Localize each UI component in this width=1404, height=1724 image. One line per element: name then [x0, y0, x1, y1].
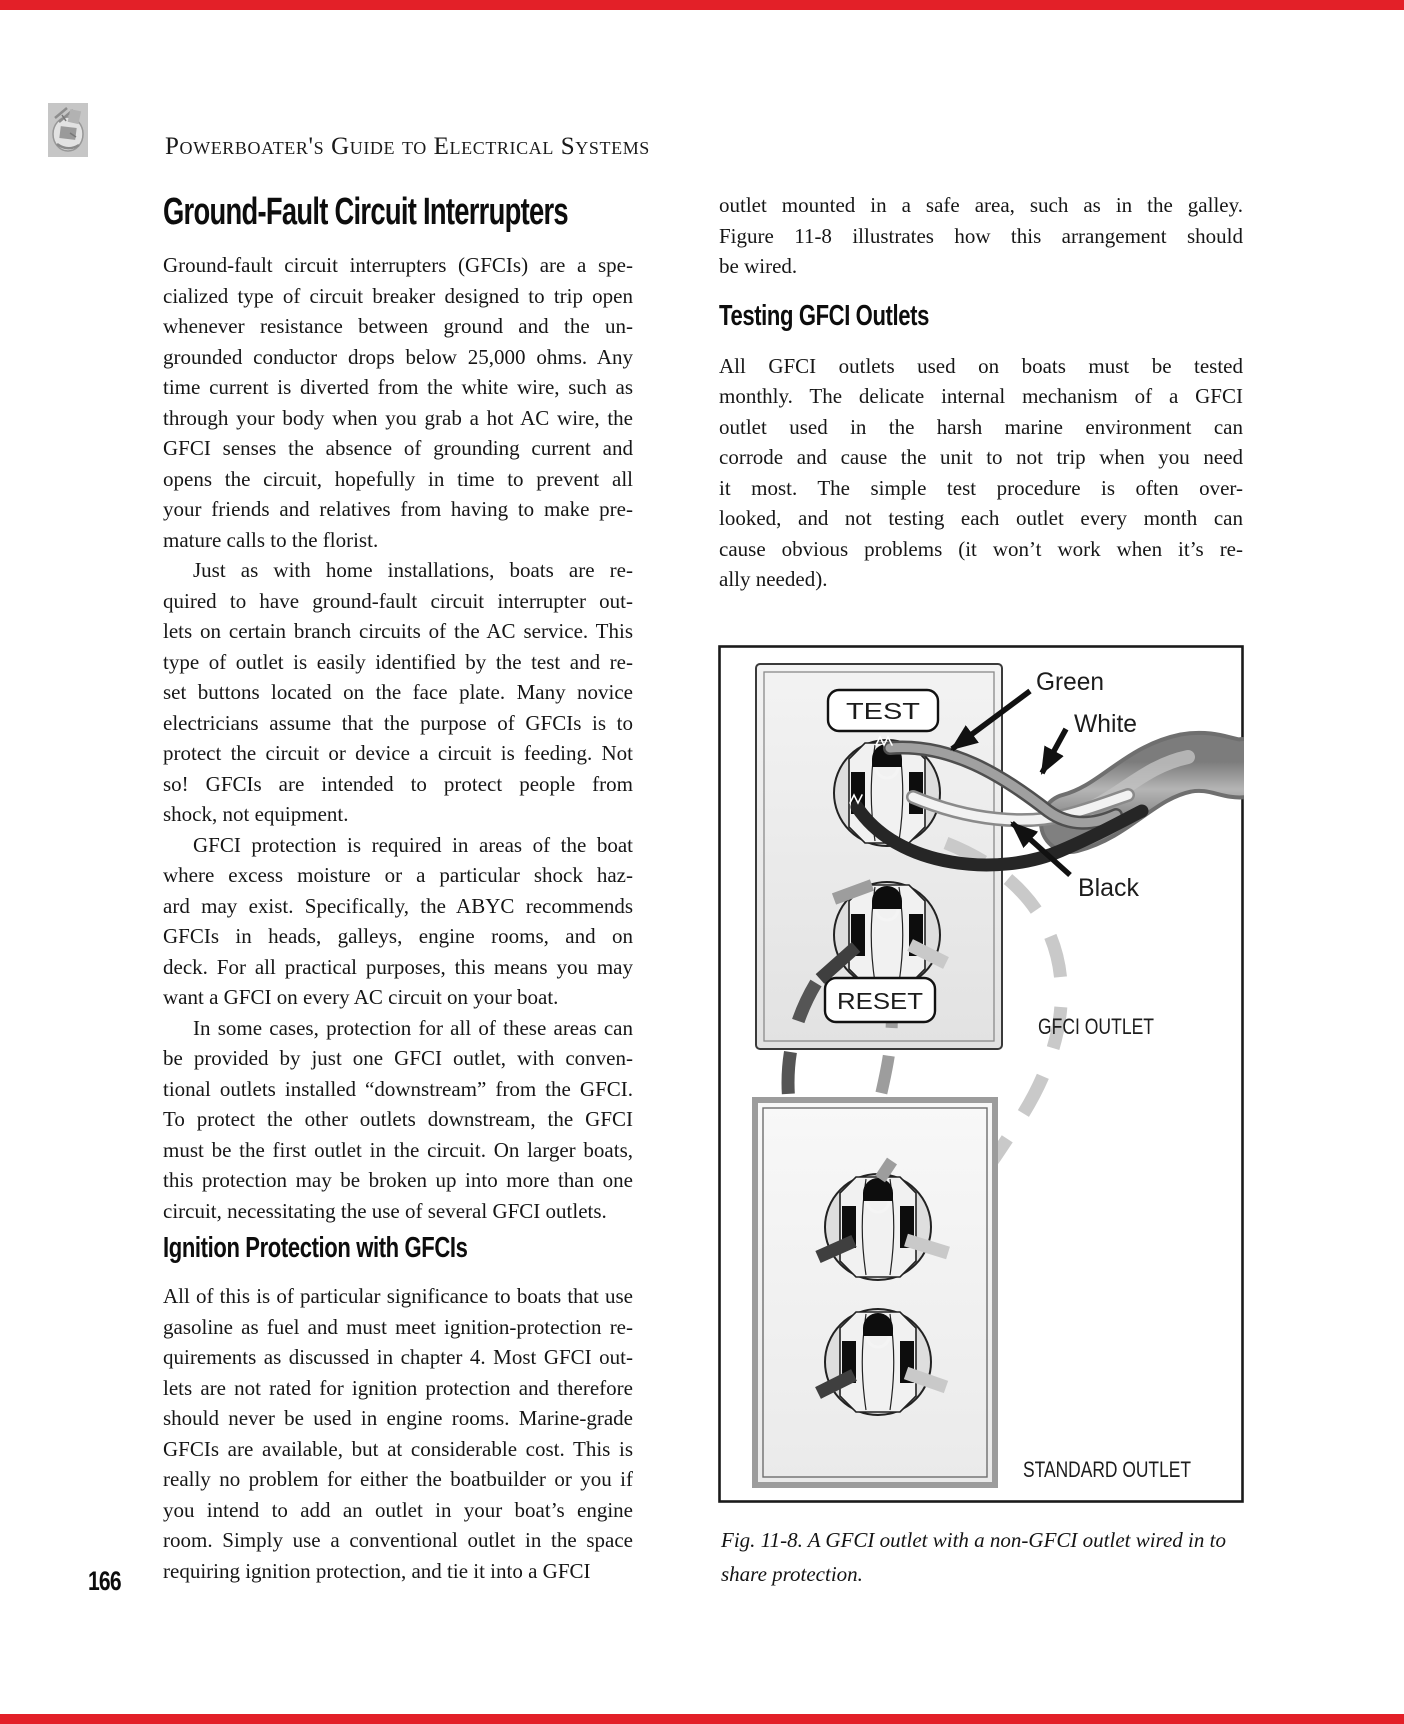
text-line: protect the circuit or device a circuit … [163, 741, 633, 765]
text-line: GFCIs are available, but at considerable… [163, 1436, 633, 1461]
text-line: mature calls to the florist. [163, 527, 379, 552]
chapter-title: Ground-Fault Circuit Interrupters [163, 191, 569, 233]
standard-outlet-plate [752, 1097, 998, 1488]
text-line: corrode and cause the unit to not trip w… [719, 445, 1243, 469]
paragraph: In some cases, protection for all of the… [163, 1013, 633, 1227]
page-number: 166 [88, 1566, 122, 1596]
standard-upper-receptacle [823, 1172, 933, 1282]
text-line: really no problem for either the boatbui… [163, 1467, 633, 1491]
svg-text:RESET: RESET [837, 988, 923, 1014]
text-line: tional outlets installed “downstream” fr… [163, 1076, 633, 1101]
text-line: want a GFCI on every AC circuit on your … [163, 985, 559, 1009]
paragraph: All of this is of particular significanc… [163, 1281, 633, 1586]
wire-strands [849, 793, 863, 805]
text-line: gasoline as fuel and must meet ignition-… [163, 1314, 633, 1339]
white-arrow [1039, 727, 1069, 775]
text-line: quired to have ground-fault circuit inte… [163, 588, 633, 613]
text-line: circuit, necessitating the use of severa… [163, 1198, 607, 1223]
paragraph: GFCI protection is required in areas of … [163, 830, 633, 1013]
text-line: must be the first outlet in the circuit.… [163, 1137, 633, 1162]
green-wire [883, 740, 1123, 830]
gfci-outlet-plate [755, 663, 1003, 1050]
text-line: it most. The simple test procedure is of… [719, 475, 1243, 500]
text-line: be provided by just one GFCI outlet, wit… [163, 1046, 633, 1070]
text-line: electricians assume that the purpose of … [163, 710, 633, 735]
label-arrows [950, 688, 1072, 878]
text-line: GFCI protection is required in areas of … [193, 832, 633, 857]
running-head: Powerboater's Guide to Electrical System… [165, 133, 650, 160]
text-line: GFCIs in heads, galleys, engine rooms, a… [163, 924, 633, 948]
black-wire [850, 800, 1149, 872]
green-arrow [950, 688, 1032, 752]
wiring-diagram: TEST RESET [718, 645, 1275, 1503]
text-line: monthly. The delicate internal mechanism… [719, 384, 1243, 408]
green-label: Green [1036, 668, 1104, 696]
standard-lower-receptacle [823, 1307, 933, 1417]
paragraph: outlet mounted in a safe area, such as i… [719, 190, 1243, 282]
text-line: room. Simply use a conventional outlet i… [163, 1528, 633, 1552]
standard-stubs [815, 1157, 950, 1399]
text-line: grounded conductor drops below 25,000 oh… [163, 344, 633, 369]
text-line: ard may exist. Specifically, the ABYC re… [163, 893, 633, 918]
bottom-accent-bar [0, 1714, 1404, 1724]
text-line: GFCI senses the absence of grounding cur… [163, 436, 633, 460]
caption-line: share protection. [721, 1562, 863, 1586]
text-line: so! GFCIs are intended to protect people… [163, 771, 633, 796]
text-line: outlet used in the harsh marine environm… [719, 414, 1243, 439]
left-column: Ground-Fault Circuit Interrupters Ground… [163, 193, 633, 1586]
caption-line: Fig. 11-8. A GFCI outlet with a non-GFCI… [721, 1528, 1226, 1552]
text-line: be wired. [719, 254, 798, 278]
figure-11-8: TEST RESET [718, 645, 1275, 1503]
text-line: looked, and not testing each outlet ever… [719, 506, 1243, 530]
text-line: through your body when you grab a hot AC… [163, 405, 633, 430]
text-line: whenever resistance between ground and t… [163, 314, 633, 338]
text-line: Figure 11-8 illustrates how this arrange… [719, 223, 1243, 248]
text-line: All GFCI outlets used on boats must be t… [719, 353, 1243, 378]
wires [849, 735, 1149, 872]
text-line: ally needed). [719, 567, 828, 591]
paragraph: All GFCI outlets used on boats must be t… [719, 351, 1243, 595]
figure-caption: Fig. 11-8. A GFCI outlet with a non-GFCI… [721, 1523, 1251, 1591]
reset-button: RESET [823, 976, 937, 1024]
text-line: set buttons located on the face plate. M… [163, 680, 633, 704]
text-line: Just as with home installations, boats a… [193, 558, 633, 582]
gfci-lower-stubs [815, 879, 949, 984]
text-line: this protection may be broken up into mo… [163, 1168, 633, 1192]
black-arrow [1010, 820, 1072, 878]
black-label: Black [1078, 874, 1139, 902]
text-line: lets on certain branch circuits of the A… [163, 619, 633, 643]
text-line: quirements as discussed in chapter 4. Mo… [163, 1345, 633, 1369]
text-line: Ground-fault circuit interrupters (GFCIs… [163, 253, 633, 277]
text-line: deck. For all practical purposes, this m… [163, 954, 633, 979]
text-line: shock, not equipment. [163, 802, 349, 826]
paragraph: Ground-fault circuit interrupters (GFCIs… [163, 250, 633, 555]
text-line: lets are not rated for ignition protecti… [163, 1375, 633, 1400]
text-line: time current is diverted from the white … [163, 375, 633, 399]
paragraph: Just as with home installations, boats a… [163, 555, 633, 830]
text-line: In some cases, protection for all of the… [193, 1015, 633, 1040]
text-line: cause obvious problems (it won’t work wh… [719, 536, 1243, 561]
text-line: where excess moisture or a particular sh… [163, 863, 633, 887]
chapter-icon [48, 103, 88, 157]
wire-strands [875, 735, 893, 747]
text-line: opens the circuit, hopefully in time to … [163, 466, 633, 491]
right-column: outlet mounted in a safe area, such as i… [719, 190, 1243, 595]
text-line: To protect the other outlets downstream,… [163, 1107, 633, 1131]
section-heading: Testing GFCI Outlets [719, 299, 929, 332]
test-button: TEST [826, 688, 940, 733]
text-line: requiring ignition protection, and tie i… [163, 1558, 591, 1583]
standard-outlet-label: STANDARD OUTLET [1023, 1457, 1191, 1482]
text-line: cialized type of circuit breaker designe… [163, 283, 633, 308]
text-line: type of outlet is easily identified by t… [163, 649, 633, 674]
gfci-outlet-label: GFCI OUTLET [1038, 1014, 1154, 1039]
text-line: outlet mounted in a safe area, such as i… [719, 193, 1243, 217]
text-line: you intend to add an outlet in your boat… [163, 1497, 633, 1522]
white-label: White [1074, 710, 1137, 738]
text-line: All of this is of particular significanc… [163, 1284, 633, 1308]
top-accent-bar [0, 0, 1404, 10]
text-line: should never be used in engine rooms. Ma… [163, 1406, 633, 1430]
section-heading: Ignition Protection with GFCIs [163, 1232, 468, 1264]
svg-text:TEST: TEST [846, 698, 920, 724]
text-line: your friends and relatives from having t… [163, 497, 633, 521]
